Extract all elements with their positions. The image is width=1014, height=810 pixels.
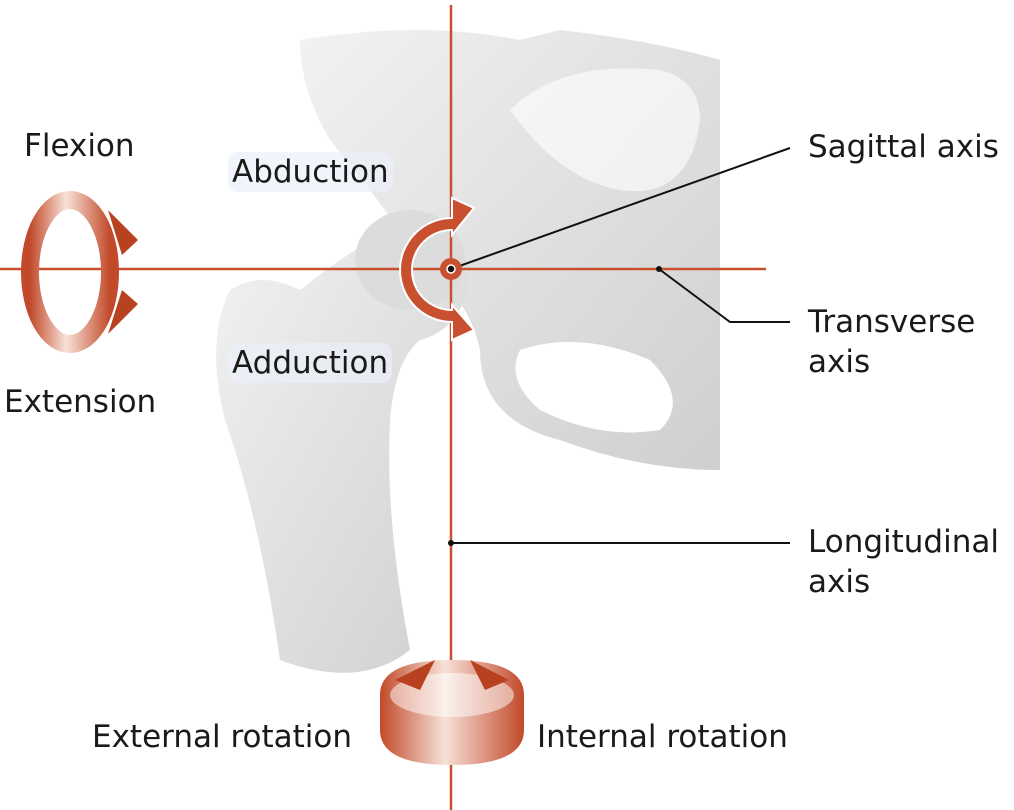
adduction-label: Adduction (228, 343, 393, 384)
internal-rotation-label: Internal rotation (537, 719, 788, 755)
transverse-leader (658, 268, 790, 323)
extension-label: Extension (4, 384, 157, 420)
abduction-adduction-arrow (399, 196, 476, 342)
femur-bone (216, 228, 470, 673)
rotation-arrow (380, 660, 524, 765)
longitudinal-axis-label: Longitudinal axis (808, 524, 999, 601)
iliac-wing (510, 68, 700, 192)
obturator-foramen (515, 342, 673, 433)
sagittal-leader (450, 147, 791, 270)
external-rotation-label: External rotation (92, 719, 353, 755)
abduction-label: Abduction (228, 152, 393, 193)
flexion-extension-arrow (21, 191, 138, 353)
transverse-axis-label: Transverse axis (808, 304, 976, 381)
flexion-label: Flexion (24, 128, 135, 164)
sagittal-axis-label: Sagittal axis (808, 129, 999, 165)
